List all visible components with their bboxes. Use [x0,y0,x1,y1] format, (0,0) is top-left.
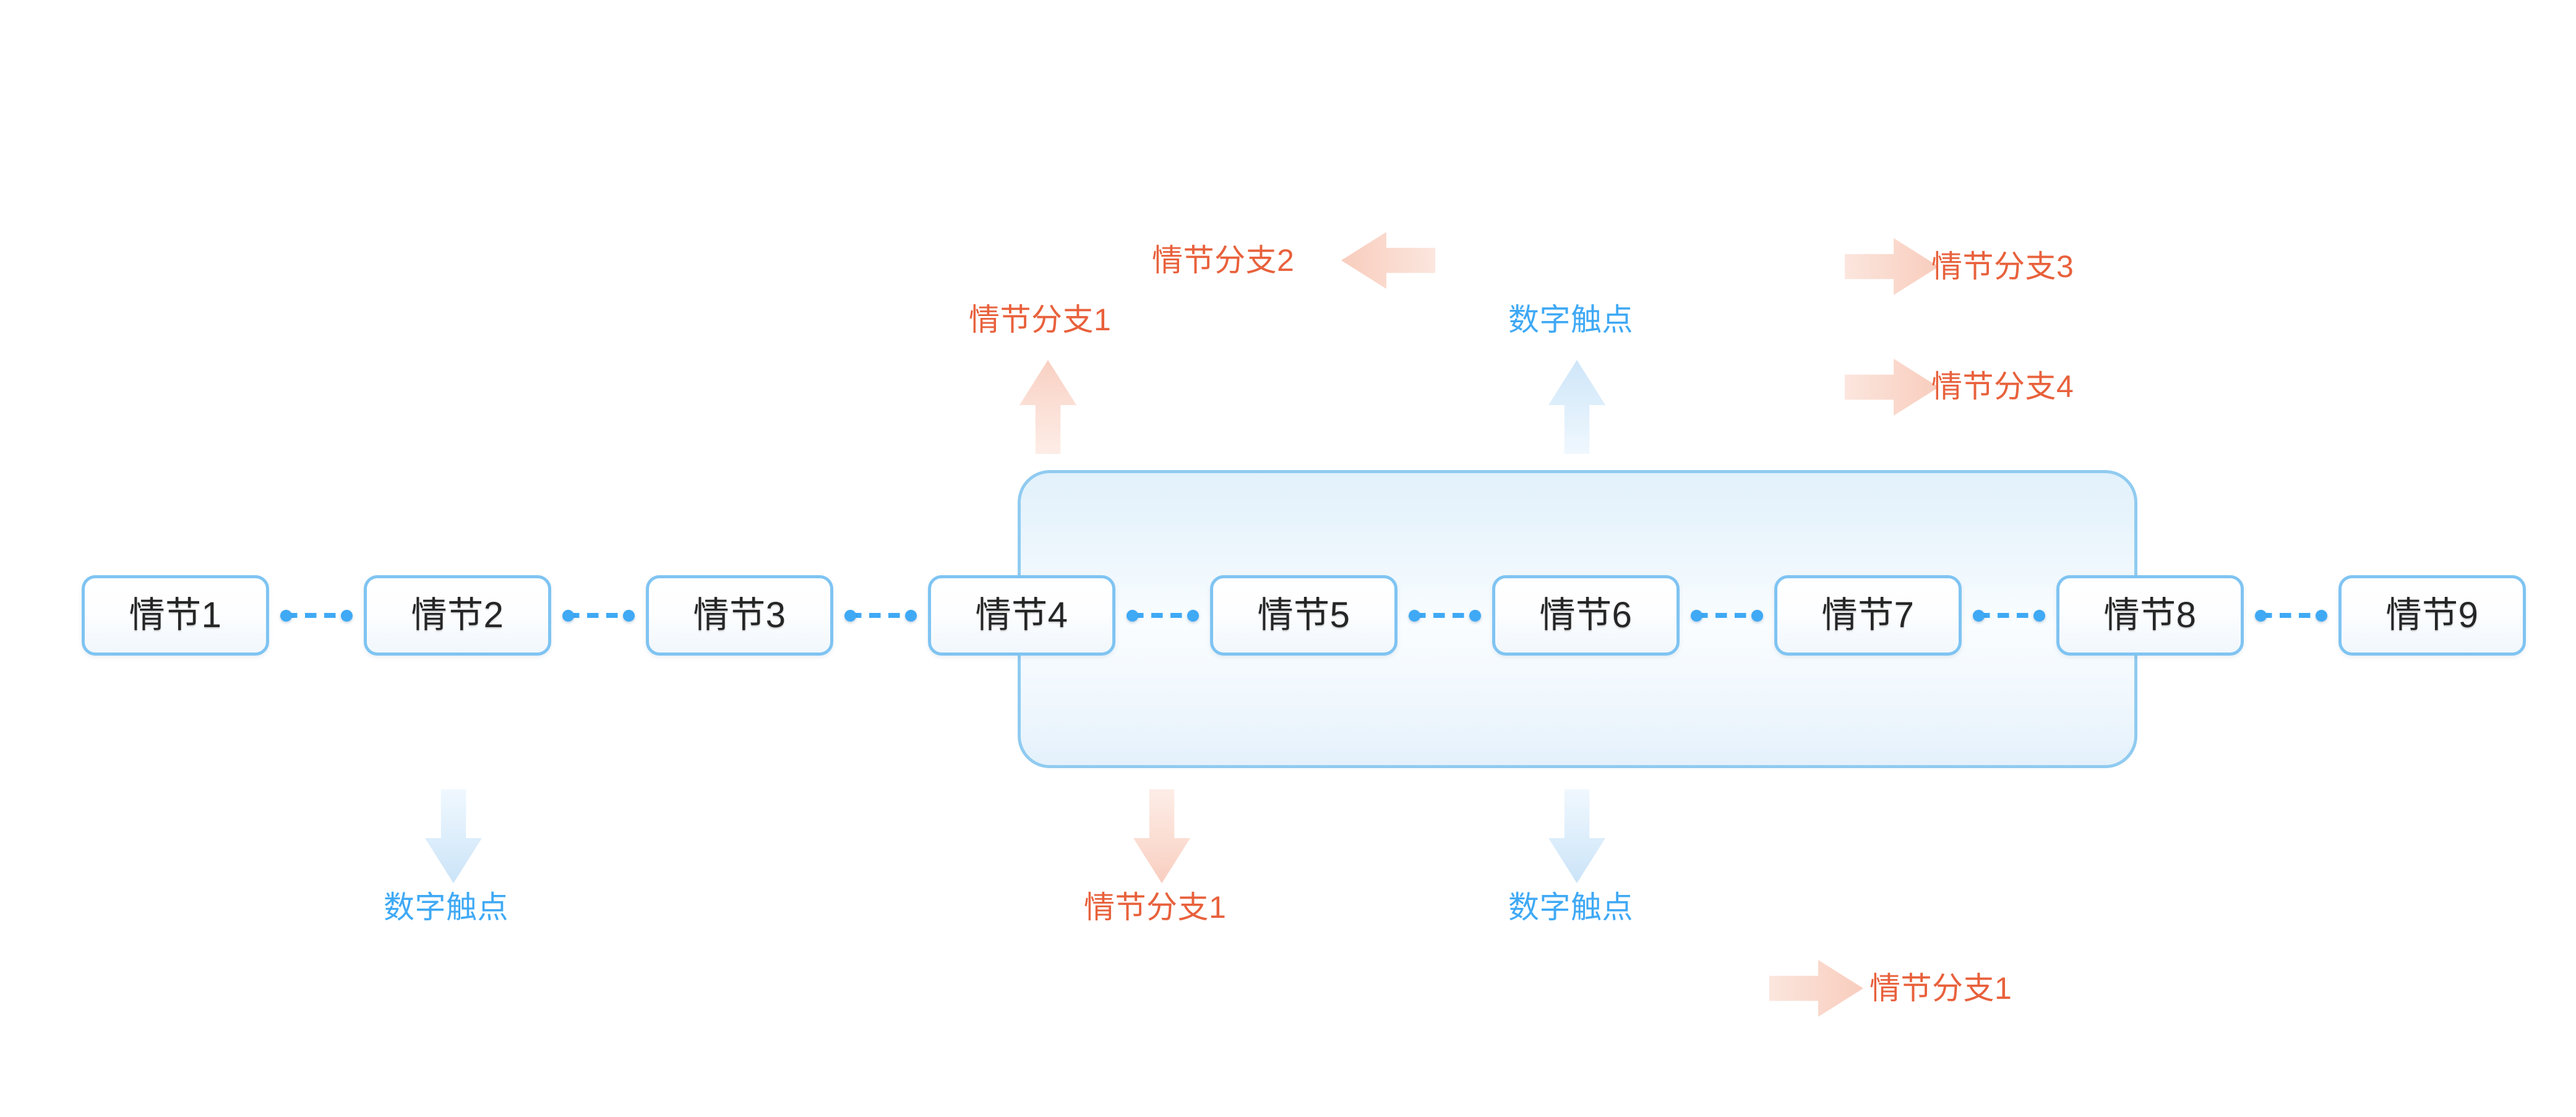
annotation-label-a9: 情节分支1 [1870,971,2012,1006]
connector-dot-end-icon [1751,610,1763,622]
connector-line [1414,613,1475,618]
node-label: 情节9 [2385,595,2479,635]
connector-dot-start-icon [1409,610,1420,622]
connector-n1-n2[interactable] [280,610,353,622]
node-label: 情节8 [2103,595,2197,635]
node-n3[interactable]: 情节3 [646,575,833,656]
arrow-right-icon [1845,238,1939,295]
node-label: 情节7 [1821,595,1915,635]
connector-n7-n8[interactable] [1973,610,2045,622]
connector-dot-end-icon [905,610,917,622]
connector-n2-n3[interactable] [562,610,635,622]
connector-dot-end-icon [2033,610,2045,622]
connector-n8-n9[interactable] [2255,610,2327,622]
node-label: 情节4 [975,595,1068,635]
annotation-label-a1: 情节分支1 [969,302,1112,337]
connector-line [1978,613,2040,618]
connector-dot-start-icon [844,610,856,622]
connector-dot-end-icon [2316,610,2327,622]
node-row: 情节1 情节2 情节3 情节4 情节5 情节6 情节7 情节8 情节9 [0,575,2576,656]
arrow-down-icon [1548,789,1605,883]
arrow-up-icon [1548,360,1605,454]
connector-n5-n6[interactable] [1409,610,1481,622]
connector-line [1696,613,1758,618]
node-n1[interactable]: 情节1 [82,575,269,656]
connector-line [2260,613,2322,618]
connector-dot-start-icon [1691,610,1702,622]
connector-dot-start-icon [280,610,292,622]
node-n5[interactable]: 情节5 [1210,575,1397,656]
annotation-label-a5: 情节分支4 [1931,369,2074,404]
arrow-left-icon [1341,232,1435,289]
connector-line [850,613,911,618]
node-n8[interactable]: 情节8 [2056,575,2244,656]
connector-n6-n7[interactable] [1691,610,1763,622]
arrow-right-icon [1845,359,1939,416]
node-label: 情节6 [1539,595,1633,635]
node-label: 情节3 [693,595,786,635]
node-n2[interactable]: 情节2 [364,575,551,656]
connector-dot-end-icon [1187,610,1199,622]
connector-line [1132,613,1193,618]
node-n4[interactable]: 情节4 [928,575,1115,656]
arrow-down-icon [1133,789,1190,883]
node-label: 情节5 [1257,595,1350,635]
connector-dot-start-icon [1127,610,1138,622]
node-label: 情节2 [411,595,504,635]
annotation-label-a6: 数字触点 [384,890,509,925]
node-label: 情节1 [129,595,222,635]
connector-line [568,613,629,618]
connector-n4-n5[interactable] [1127,610,1199,622]
arrow-up-icon [1020,360,1076,454]
annotation-label-a7: 情节分支1 [1084,890,1227,925]
node-n7[interactable]: 情节7 [1774,575,1962,656]
annotation-label-a4: 情节分支3 [1931,249,2074,284]
annotation-label-a8: 数字触点 [1508,890,1633,925]
connector-dot-start-icon [562,610,574,622]
node-n9[interactable]: 情节9 [2338,575,2526,656]
connector-dot-end-icon [623,610,635,622]
annotation-label-a2: 情节分支2 [1152,243,1295,278]
connector-dot-start-icon [1973,610,1985,622]
annotation-label-a3: 数字触点 [1508,302,1633,337]
connector-dot-start-icon [2255,610,2267,622]
arrow-down-icon [425,789,482,883]
connector-n3-n4[interactable] [844,610,917,622]
connector-dot-end-icon [1469,610,1481,622]
node-n6[interactable]: 情节6 [1492,575,1680,656]
connector-line [286,613,347,618]
arrow-right-icon [1769,960,1863,1017]
connector-dot-end-icon [341,610,353,622]
